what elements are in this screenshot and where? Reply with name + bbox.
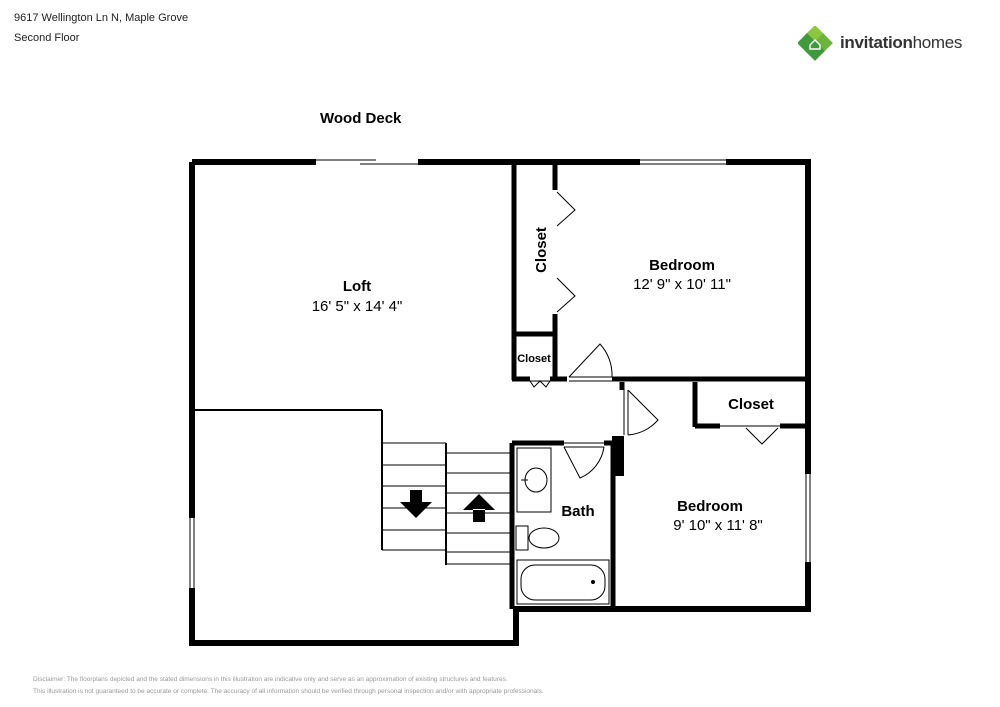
bedroom-1-dims: 12' 9" x 10' 11": [633, 276, 731, 293]
floor-name: Second Floor: [14, 32, 80, 44]
bedroom-2-dims: 9' 10" x 11' 8": [673, 517, 763, 534]
bath-fixtures: [515, 447, 610, 605]
closet-2-label: Closet: [517, 353, 551, 365]
logo-word-invitation: invitation: [840, 33, 913, 52]
doors: [529, 191, 780, 479]
sink: [524, 467, 548, 493]
staircase: [382, 442, 510, 565]
logo-word-homes: homes: [912, 33, 963, 52]
stairs-up-arrow-icon: [463, 494, 495, 522]
wood-deck-label: Wood Deck: [320, 110, 402, 127]
disclaimer-line-1: Disclaimer: The floorplans depicted and …: [33, 676, 508, 683]
windows: [189, 159, 811, 588]
loft-dims: 16' 5" x 14' 4": [312, 298, 403, 315]
interior-walls: [195, 165, 806, 609]
loft-label: Loft: [343, 278, 371, 295]
closet-1-label: Closet: [533, 227, 550, 273]
stairs-down-arrow-icon: [400, 490, 432, 518]
green-leaf-house-icon: [797, 25, 833, 61]
bedroom-1-label: Bedroom: [649, 257, 715, 274]
closet-3-label: Closet: [728, 396, 774, 413]
bedroom-2-label: Bedroom: [677, 498, 743, 515]
bathtub-basin: [520, 564, 606, 601]
property-address: 9617 Wellington Ln N, Maple Grove: [14, 12, 189, 24]
toilet-tank: [515, 525, 529, 551]
exterior-walls: [189, 159, 811, 646]
disclaimer-line-2: This illustration is not guaranteed to b…: [33, 688, 544, 695]
bath-label: Bath: [561, 503, 594, 520]
invitation-homes-logo: invitationhomes: [797, 25, 978, 64]
toilet-bowl: [528, 527, 560, 549]
